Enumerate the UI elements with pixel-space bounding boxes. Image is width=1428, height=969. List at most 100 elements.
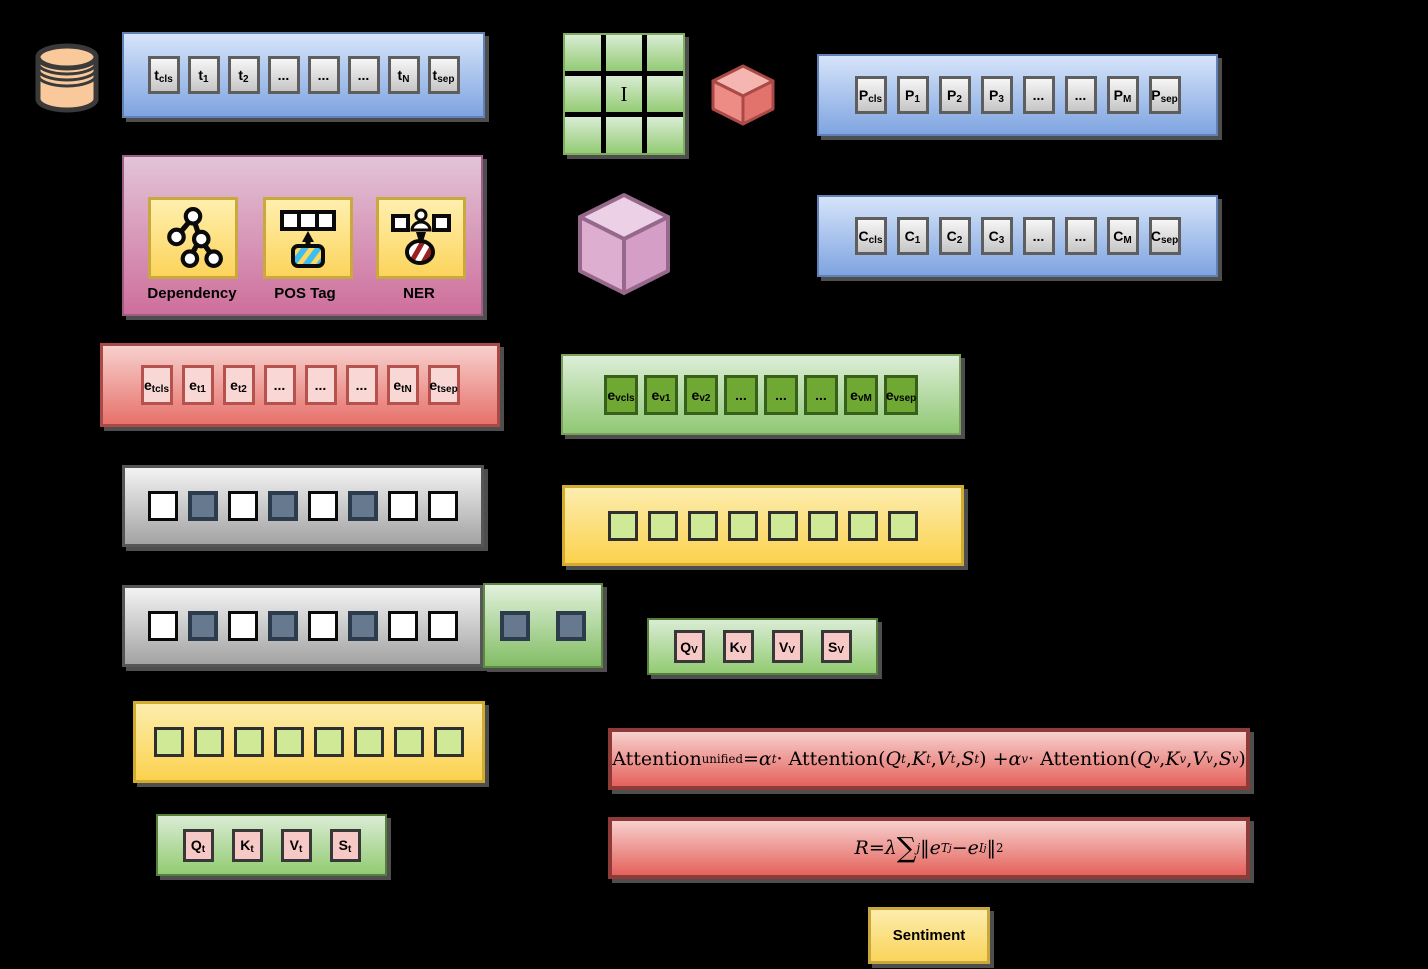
visual-embedding-cell: ... — [724, 374, 758, 415]
plain-square — [388, 491, 418, 521]
dependency-label: Dependency — [147, 285, 237, 302]
text-embedding-cell: ... — [345, 365, 378, 405]
fused-text-box — [133, 701, 485, 783]
text-embedding-cell: ... — [304, 365, 337, 405]
fused-square — [354, 727, 384, 757]
pos-tag-tile — [263, 197, 353, 279]
fused-square — [434, 727, 464, 757]
token-cell: ... — [347, 56, 380, 94]
pos-tag-label: POS Tag — [274, 285, 336, 302]
plain-square — [147, 611, 178, 641]
fused-square — [234, 727, 264, 757]
fused-square — [728, 510, 758, 541]
ner-icon — [391, 208, 451, 265]
token-cell: ... — [307, 56, 340, 94]
pos-tag-icon — [280, 210, 336, 268]
masked-square — [188, 491, 218, 521]
plain-square — [148, 491, 178, 521]
patch-cell: ... — [1064, 76, 1097, 114]
fused-square — [314, 727, 344, 757]
sentiment-label: Sentiment — [892, 927, 966, 944]
fused-square — [888, 510, 918, 541]
text-embedding-cell: ... — [263, 365, 296, 405]
masked-square — [500, 610, 530, 641]
fused-square — [808, 510, 838, 541]
fused-square — [274, 727, 304, 757]
dependency-tile — [148, 197, 238, 279]
masked-square — [347, 611, 378, 641]
ner-label: NER — [403, 285, 435, 302]
fused-square — [768, 510, 798, 541]
masked-square — [348, 491, 378, 521]
masked-square — [267, 611, 298, 641]
token-cell: ... — [267, 56, 300, 94]
fused-square — [608, 510, 638, 541]
visual-embedding-cell: ... — [804, 374, 838, 415]
ner-tile — [376, 197, 466, 279]
plain-square — [387, 611, 418, 641]
patch-cube-icon — [711, 64, 775, 126]
sentiment-box: Sentiment — [868, 907, 990, 964]
plain-square — [428, 491, 458, 521]
plain-square — [427, 611, 458, 641]
visual-mask-extension-box — [483, 583, 603, 668]
plain-square — [307, 611, 338, 641]
fused-square — [648, 510, 678, 541]
masked-square — [556, 610, 586, 641]
fused-visual-box — [562, 485, 964, 566]
fused-square — [154, 727, 184, 757]
plain-square — [227, 611, 258, 641]
fused-square — [394, 727, 424, 757]
masked-text-box — [122, 465, 484, 547]
plain-square — [228, 491, 258, 521]
plain-square — [308, 491, 338, 521]
visual-embedding-cell: ... — [764, 374, 798, 415]
dependency-tree-icon — [167, 207, 223, 268]
image-cube-icon — [578, 193, 670, 295]
masked-square — [268, 491, 298, 521]
